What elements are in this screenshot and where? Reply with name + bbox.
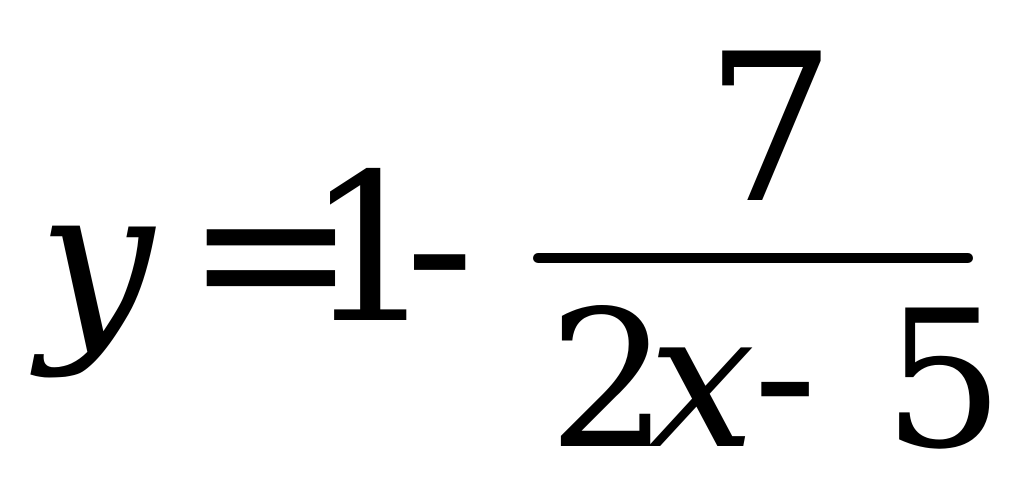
fraction-numerator: 7 — [705, 11, 836, 249]
denominator-coefficient: 2 — [548, 270, 669, 491]
denominator-constant: 5 — [883, 270, 1004, 491]
constant-term: 1 — [305, 131, 436, 369]
main-minus-sign: - — [405, 128, 475, 366]
equals-sign: = — [185, 133, 357, 371]
denominator-variable: x — [648, 270, 756, 491]
denominator-minus-sign: - — [753, 264, 818, 485]
lhs-variable: y — [38, 143, 154, 381]
fraction-bar — [533, 253, 973, 263]
